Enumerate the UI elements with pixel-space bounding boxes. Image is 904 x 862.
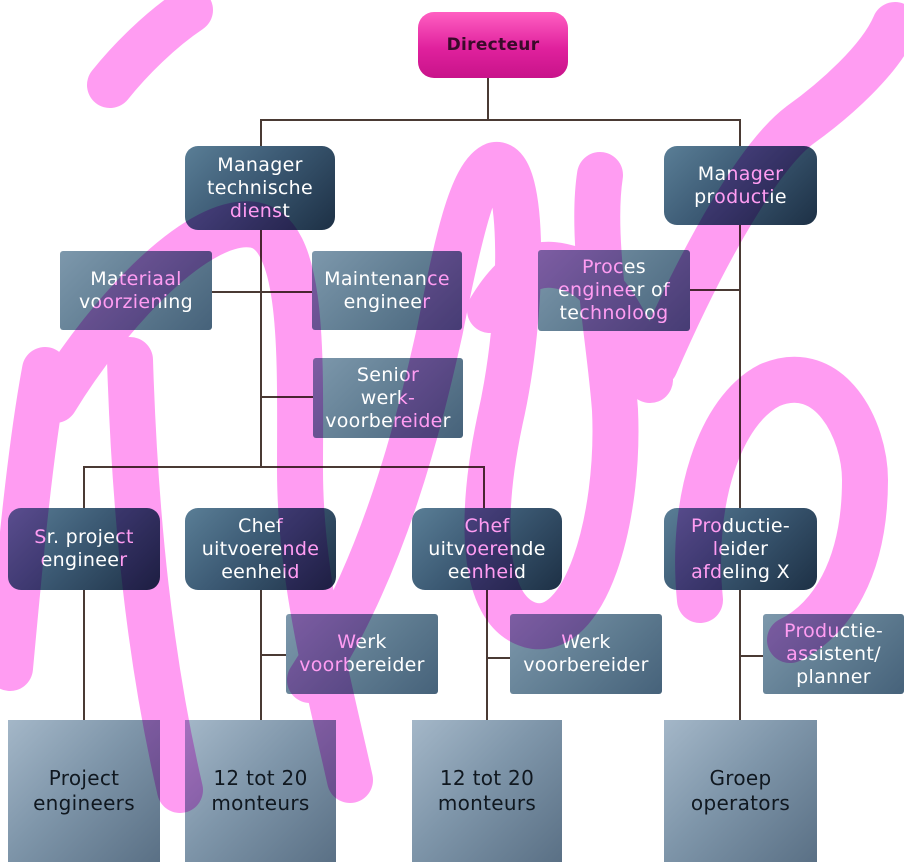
connector-line — [690, 289, 740, 291]
connector-line — [212, 291, 312, 293]
mechanics-2-box: 12 tot 20 monteurs — [412, 720, 562, 862]
production-leader-label: Productie- leider afdeling X — [691, 514, 790, 583]
connector-line — [487, 78, 489, 120]
connector-line — [83, 590, 85, 720]
chef-unit-1-box: Chef uitvoerende eenheid — [185, 508, 336, 590]
connector-line — [487, 657, 511, 659]
connector-line — [83, 466, 85, 508]
connector-line — [260, 119, 262, 147]
project-engineers-label: Project engineers — [33, 766, 135, 815]
connector-line — [739, 225, 741, 508]
connector-line — [83, 466, 485, 468]
process-engineer-label: Proces engineer of technoloog — [558, 256, 670, 324]
production-assistant-label: Productie- assistent/ planner — [784, 619, 883, 688]
material-supply-box: Materiaal voorziening — [60, 251, 212, 330]
sr-project-engineer-box: Sr. project engineer — [8, 508, 160, 590]
manager-production-box: Manager productie — [664, 146, 817, 225]
connector-line — [740, 655, 764, 657]
work-planner-2-label: Werk voorbereider — [523, 631, 649, 676]
manager-production-label: Manager productie — [694, 162, 787, 208]
director-box: Directeur — [418, 12, 568, 78]
operators-group-label: Groep operators — [690, 766, 791, 815]
manager-technical-label: Manager technische dienst — [206, 153, 314, 222]
connector-line — [483, 466, 485, 508]
connector-line — [486, 590, 488, 720]
connector-line — [261, 396, 313, 398]
manager-technical-box: Manager technische dienst — [185, 146, 335, 230]
maintenance-engineer-label: Maintenance engineer — [324, 267, 450, 313]
process-engineer-box: Proces engineer of technoloog — [538, 250, 690, 331]
operators-group-box: Groep operators — [664, 720, 817, 862]
scribble-stroke — [87, 0, 213, 108]
connector-line — [739, 119, 741, 147]
production-leader-box: Productie- leider afdeling X — [664, 508, 817, 590]
work-planner-2-box: Werk voorbereider — [510, 614, 662, 694]
mechanics-2-label: 12 tot 20 monteurs — [437, 766, 537, 815]
chef-unit-2-box: Chef uitvoerende eenheid — [412, 508, 562, 590]
work-planner-1-box: Werk voorbereider — [286, 614, 438, 694]
chef-unit-2-label: Chef uitvoerende eenheid — [428, 514, 546, 583]
maintenance-engineer-box: Maintenance engineer — [312, 251, 462, 330]
material-supply-label: Materiaal voorziening — [79, 267, 193, 313]
work-planner-1-label: Werk voorbereider — [299, 631, 425, 676]
mechanics-1-box: 12 tot 20 monteurs — [185, 720, 336, 862]
senior-work-planner-label: Senior werk- voorbereider — [325, 363, 451, 432]
connector-line — [261, 654, 287, 656]
production-assistant-box: Productie- assistent/ planner — [763, 614, 904, 694]
senior-work-planner-box: Senior werk- voorbereider — [313, 358, 463, 438]
connector-line — [260, 230, 262, 468]
mechanics-1-label: 12 tot 20 monteurs — [211, 766, 310, 815]
connector-line — [260, 119, 741, 121]
project-engineers-box: Project engineers — [8, 720, 160, 862]
sr-project-engineer-label: Sr. project engineer — [34, 526, 134, 571]
chef-unit-1-label: Chef uitvoerende eenheid — [201, 514, 320, 583]
director-label: Directeur — [446, 34, 540, 55]
